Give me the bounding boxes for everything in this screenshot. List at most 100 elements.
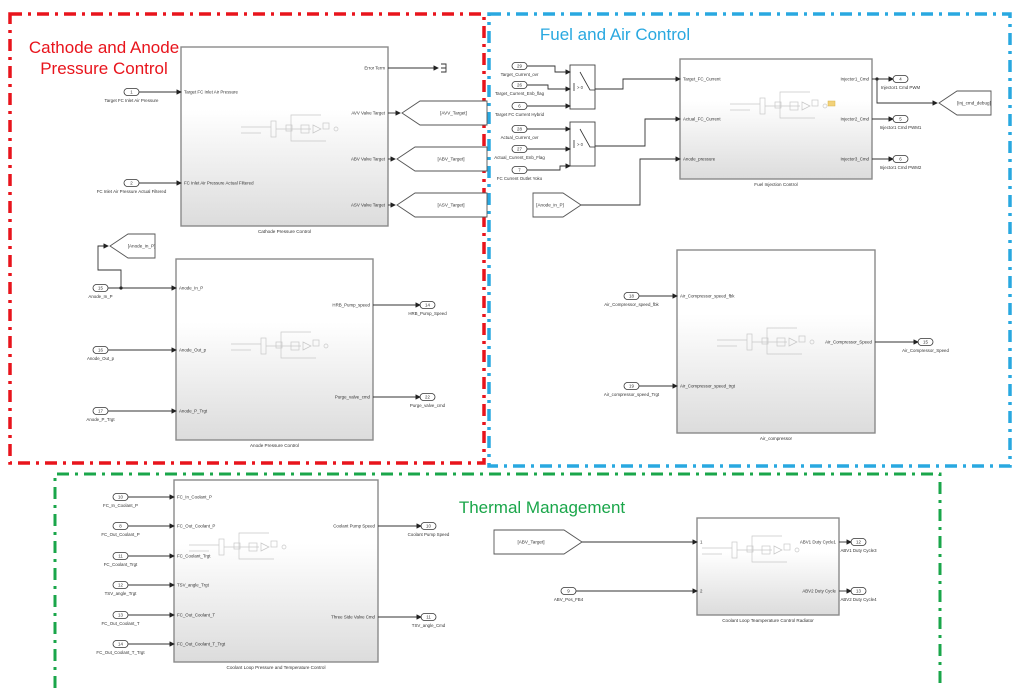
subsystem-body[interactable] [180, 46, 389, 227]
input-port-label: 2 [700, 589, 703, 594]
from-shape[interactable] [532, 192, 582, 218]
goto-avv-target[interactable]: [AVV_Target] [401, 100, 488, 126]
inner-content [773, 545, 783, 555]
inport-label: Actual_Current_ovr [501, 135, 539, 140]
output-port-label: Purge_valve_cmd [335, 395, 371, 400]
inport-fc-inlet-air-pressure-actual[interactable]: 2FC Inlet Air Pressure Actual Filtered [97, 179, 167, 195]
signal-inj-debug [876, 79, 938, 106]
goto-label: [inj_cmd_debug] [957, 101, 991, 106]
region-border-fuel-air [487, 12, 1012, 468]
subsystem-fuel-injection[interactable]: Target_FC_CurrentActual_FC_CurrentAnode_… [679, 58, 873, 187]
inport-coolant-1[interactable]: 8FC_Out_Coolant_P [101, 522, 140, 538]
inport-number: 12 [118, 583, 123, 588]
inner-outport [333, 126, 339, 132]
subsystem-coolant-loop[interactable]: FC_In_Coolant_PFC_Out_Coolant_PFC_Coolan… [173, 479, 379, 670]
subsystem-body[interactable] [676, 249, 876, 434]
inport-label: Anode_In_P [88, 294, 112, 299]
inner-outport [822, 103, 828, 109]
inner-outport [281, 544, 287, 550]
goto-shape[interactable] [938, 90, 992, 116]
subsystem-body[interactable] [173, 479, 379, 663]
input-port-label: FC_Out_Coolant_T_Trgt [177, 642, 226, 647]
subsystem-body[interactable] [175, 258, 374, 441]
subsystem-body[interactable] [679, 58, 873, 180]
input-port-label: Actual_FC_Current [683, 117, 721, 122]
inport-label: FC_Out_Coolant_T_Trgt [96, 650, 145, 655]
inport-label: Anode_P_Trgt [86, 417, 115, 422]
goto-abv-target[interactable]: [ABV_Target] [396, 146, 488, 172]
input-port-label: Anode_Out_p [179, 348, 207, 353]
switch-target-current[interactable]: > 0 [569, 64, 596, 110]
switch-actual-current[interactable]: > 0 [569, 121, 596, 167]
inport-label: ABV_Pos_FB4 [554, 597, 584, 602]
inport-label: FC_Out_Coolant_P [101, 532, 139, 537]
goto-label: [AVV_Target] [440, 111, 467, 116]
goto-asv-target[interactable]: [ASV_Target] [396, 192, 488, 218]
outport-number: 12 [856, 540, 861, 545]
inner-block [774, 101, 782, 109]
inport-number: 9 [567, 589, 570, 594]
from-abv-target[interactable]: [ABV_Target] [493, 529, 583, 555]
inport-fc-current-outlet-yoko[interactable]: 7FC Current Outlet Yoko [497, 166, 543, 182]
inport-number: 11 [118, 554, 123, 559]
outport-label: Purge_valve_cmd [410, 403, 446, 408]
inport-number: 29 [517, 64, 522, 69]
output-port-label: ABV2 Duty Cycle [802, 589, 836, 594]
subsystem-name: Coolant Loop Teamperature Control Radiat… [722, 618, 814, 623]
input-port-label: FC Inlet Air Pressure Actual Filtered [184, 181, 254, 186]
output-port-label: Air_Compressor_Speed [825, 340, 872, 345]
inner-content [290, 129, 326, 142]
goto-inj-cmd-debug[interactable]: [inj_cmd_debug] [938, 90, 992, 116]
subsystem-air-compressor[interactable]: Air_Compressor_speed_fbkAir_Compressor_s… [676, 249, 876, 441]
subsystem-anode[interactable]: Anode_In_PAnode_Out_pAnode_P_TrgtHRB_Pum… [175, 258, 374, 448]
inport-label: FC_In_Coolant_P [103, 503, 138, 508]
goto-anode-in-p[interactable]: [Anode_in_P] [109, 233, 156, 259]
goto-shape[interactable] [396, 146, 488, 172]
goto-shape[interactable] [396, 192, 488, 218]
input-port-label: 1 [700, 540, 703, 545]
output-port-label: Error Term [364, 66, 385, 71]
from-anode-in-p[interactable]: [Anode_in_P] [532, 192, 582, 218]
inport-label: FC Current Outlet Yoko [497, 176, 543, 181]
goto-shape[interactable] [109, 233, 156, 259]
subsystem-body[interactable] [696, 517, 840, 616]
inner-content [260, 542, 270, 552]
inner-highlight [827, 100, 836, 107]
inport-label: Target_Current_Enb_flag [495, 91, 545, 96]
outport-number: 4 [899, 77, 902, 82]
from-shape[interactable] [493, 529, 583, 555]
inner-block [275, 341, 283, 349]
inner-content [766, 342, 802, 355]
goto-shape[interactable] [401, 100, 488, 126]
